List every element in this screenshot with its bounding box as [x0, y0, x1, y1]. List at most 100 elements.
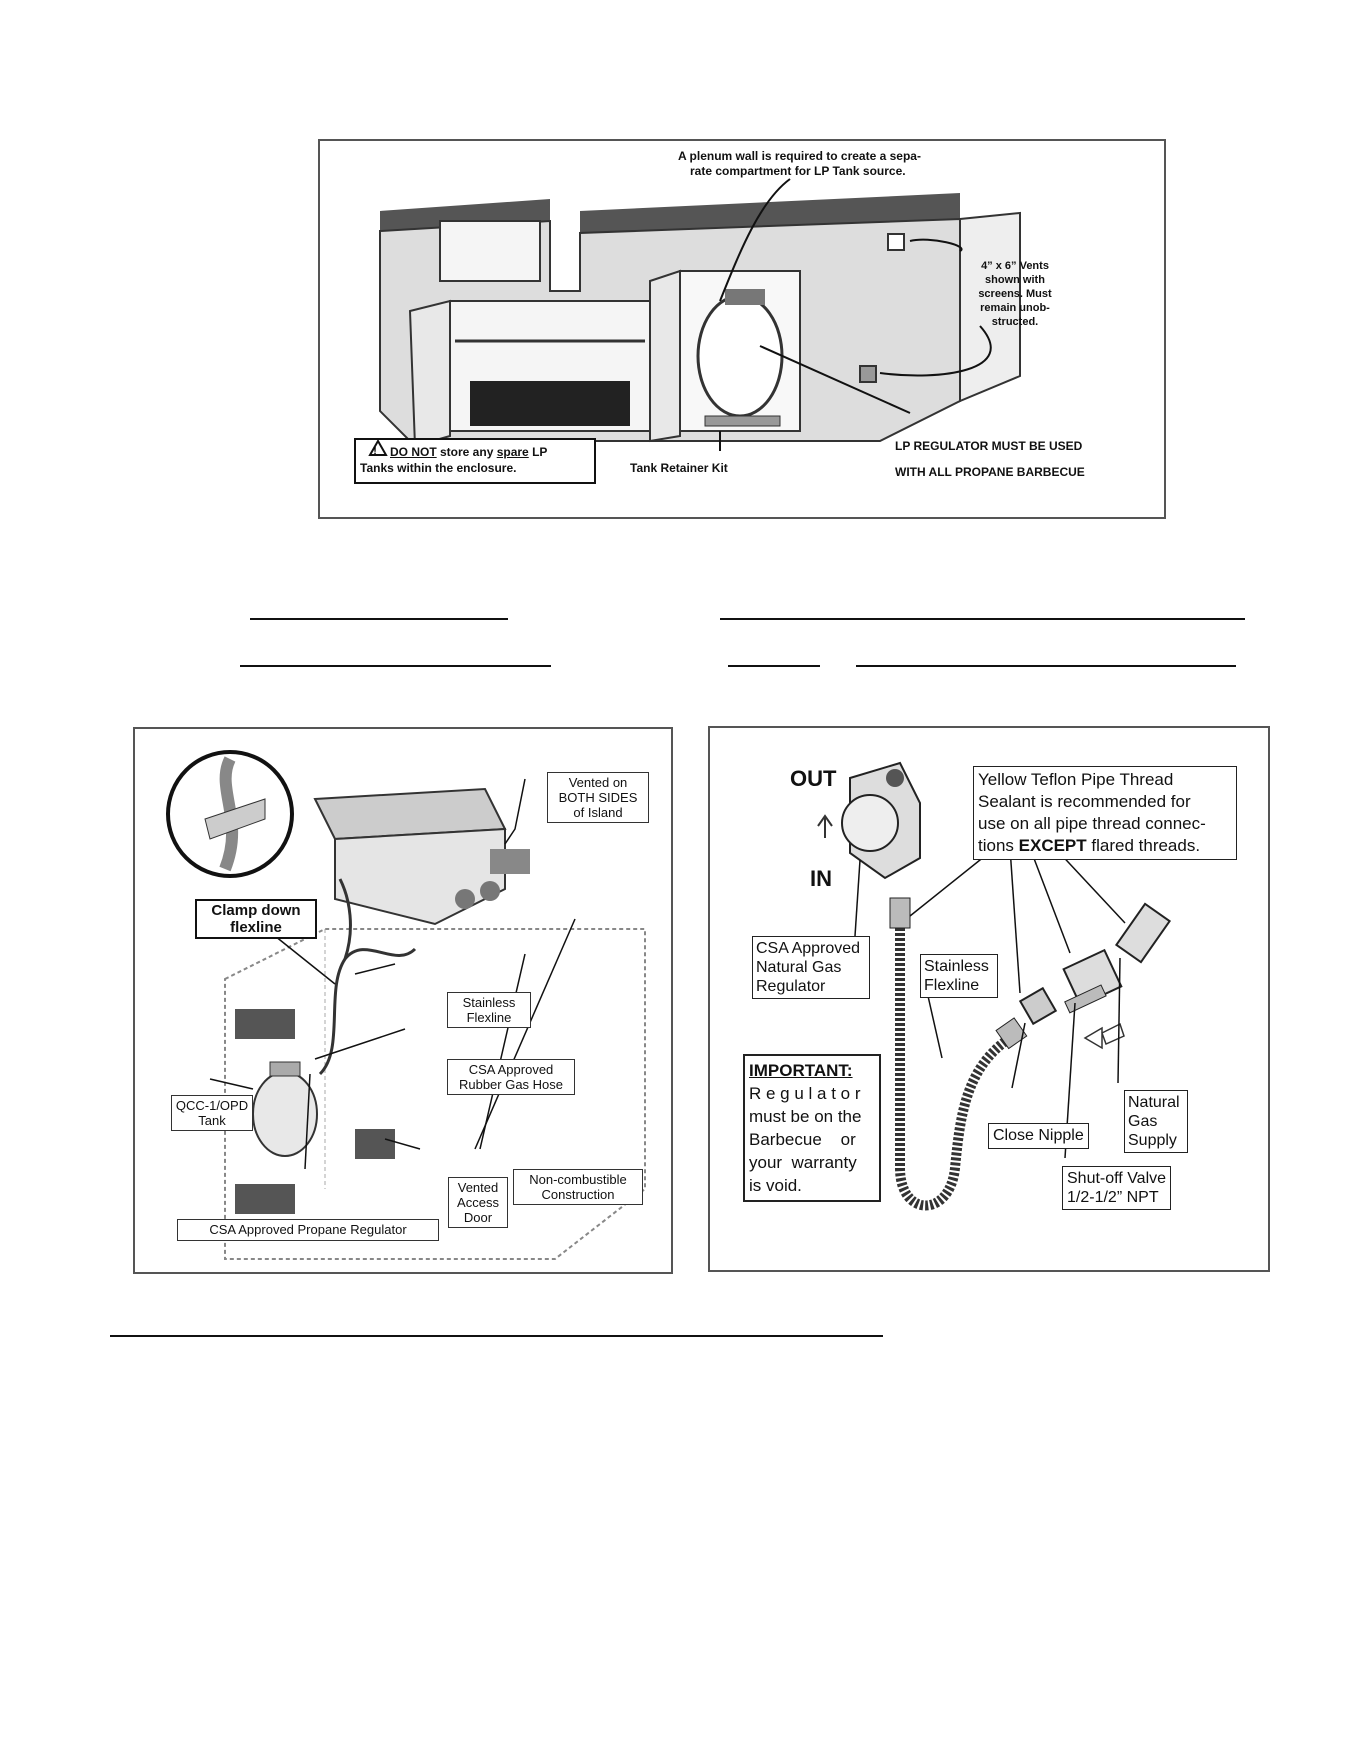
teflon-line-2: Sealant is recommended for	[978, 792, 1191, 811]
noncomb-leader-1	[474, 918, 576, 1150]
ng-line-1: Natural	[1128, 1094, 1180, 1111]
teflon-leader-3	[1029, 847, 1071, 954]
warning-do-not: DO NOT	[390, 445, 437, 459]
vents-line-2: shown with	[985, 274, 1045, 286]
teflon-line-3: use on all pipe thread connec-	[978, 814, 1206, 833]
warning-spare: spare	[496, 445, 529, 459]
tank-valve	[725, 289, 765, 305]
rubber-gas-hose-label: CSA Approved Rubber Gas Hose	[447, 1059, 575, 1095]
side-burner-body	[334, 827, 506, 926]
access-line-1: Vented	[457, 1180, 499, 1195]
burner-knob-right	[480, 881, 500, 901]
rubber-line-1: CSA Approved	[468, 1062, 554, 1077]
nipple-leader	[1011, 1022, 1026, 1089]
regulator-line-1: LP REGULATOR MUST BE USED	[895, 439, 1083, 453]
cabinet-floor	[470, 381, 630, 426]
ng-stainless-line-2: Flexline	[924, 977, 980, 994]
figure-propane-island: Vented on BOTH SIDES of Island Clamp dow…	[133, 727, 673, 1274]
vent-access-door	[355, 1129, 395, 1159]
vented-access-door-label: Vented Access Door	[448, 1177, 508, 1228]
lp-enclosure-drawing: !	[354, 178, 1021, 484]
figure-natural-gas: OUT IN Yellow Teflon Pipe Thread Sealant…	[708, 726, 1270, 1272]
vented-line-2: BOTH SIDES	[558, 790, 638, 805]
upper-vent	[887, 233, 905, 251]
caption-rule-2	[720, 618, 1245, 620]
important-warning-box: IMPORTANT: R e g u l a t o r must be on …	[743, 1054, 881, 1202]
vents-line-4: remain unob-	[980, 302, 1050, 314]
ng-regulator-port	[886, 769, 904, 787]
island-side	[959, 211, 1021, 403]
tank-retainer-label: Tank Retainer Kit	[630, 461, 728, 475]
teflon-note: Yellow Teflon Pipe Thread Sealant is rec…	[973, 766, 1237, 860]
ng-line-3: Supply	[1128, 1132, 1177, 1149]
stainless-line-1: Stainless	[462, 995, 516, 1010]
gas-supply-pipe	[1114, 902, 1172, 964]
caption-rule-4	[728, 665, 820, 667]
vented-line-1: Vented on	[568, 775, 628, 790]
countertop-right	[580, 193, 960, 233]
vents-line-3: screens. Must	[978, 288, 1052, 300]
plenum-note: A plenum wall is required to create a se…	[678, 149, 921, 179]
ng-stainless-flexline-label: Stainless Flexline	[920, 954, 998, 998]
propane-regulator-label: CSA Approved Propane Regulator	[177, 1219, 439, 1241]
island-outline	[224, 928, 646, 1260]
caption-rule-5	[856, 665, 1236, 667]
warning-end: LP	[528, 445, 548, 459]
access-door-leader	[384, 1138, 421, 1150]
vented-line-3: of Island	[573, 805, 623, 820]
figure-lp-enclosure: ! A plenum wall is required to create a …	[318, 139, 1166, 519]
teflon-line-4c: flared threads.	[1086, 836, 1201, 855]
access-line-3: Door	[463, 1210, 493, 1225]
teflon-line-4b: EXCEPT	[1018, 836, 1087, 855]
caption-rule-3	[240, 665, 551, 667]
regulator-note: LP REGULATOR MUST BE USED WITH ALL PROPA…	[895, 433, 1085, 485]
csa-line-3: Regulator	[756, 978, 826, 995]
teflon-line-1: Yellow Teflon Pipe Thread	[978, 770, 1174, 789]
section-rule	[110, 1335, 883, 1337]
vents-line-5: structed.	[991, 316, 1039, 328]
vented-leader	[504, 778, 526, 845]
csa-line-1: CSA Approved	[756, 940, 861, 957]
warning-line-2: Tanks within the enclosure.	[360, 461, 517, 475]
stainless-line-2: Flexline	[466, 1010, 512, 1025]
shut-off-valve-label: Shut-off Valve 1/2-1/2” NPT	[1062, 1166, 1172, 1210]
tank-line-2: Tank	[198, 1113, 226, 1128]
clamp-down-label: Clamp down flexline	[195, 899, 317, 939]
access-line-2: Access	[457, 1195, 499, 1210]
vent-lower-left	[235, 1184, 295, 1214]
magnified-flexline	[219, 756, 239, 872]
ng-line-2: Gas	[1128, 1113, 1158, 1130]
vents-note: 4” x 6” Vents shown with screens. Must r…	[960, 259, 1070, 329]
warning-box	[354, 438, 596, 484]
flow-up-arrow	[817, 814, 833, 838]
propane-island-drawing	[166, 750, 646, 1260]
noncomb-line-1: Non-combustible	[529, 1172, 627, 1187]
plenum-note-line-2: rate compartment for LP Tank source.	[690, 164, 906, 178]
plenum-note-line-1: A plenum wall is required to create a se…	[678, 149, 921, 163]
flexline-top-fitting	[889, 897, 911, 929]
right-door	[649, 269, 681, 443]
lower-vent	[859, 365, 877, 383]
rubber-line-2: Rubber Gas Hose	[458, 1077, 564, 1092]
stainless-leader	[927, 995, 943, 1059]
magnified-clamp	[204, 798, 266, 840]
vent-island-side	[490, 849, 530, 874]
important-title: IMPORTANT:	[749, 1061, 853, 1080]
flexline-up	[338, 878, 352, 960]
vent-arrow-upper	[909, 238, 963, 252]
flow-left-arrow	[1083, 1022, 1125, 1050]
teflon-line-4a: tions	[978, 836, 1019, 855]
ng-stainless-line-1: Stainless	[924, 958, 989, 975]
natural-gas-drawing	[817, 761, 1172, 1211]
shutoff-line-1: Shut-off Valve	[1067, 1170, 1167, 1187]
csa-line-2: Natural Gas	[756, 959, 842, 976]
teflon-leader-4	[1054, 847, 1126, 924]
warning-icon-mark: !	[373, 446, 376, 457]
close-nipple-label: Close Nipple	[988, 1123, 1089, 1149]
clamp-line-1: Clamp down	[211, 902, 301, 919]
gas-hose	[318, 947, 417, 1076]
close-nipple	[1018, 986, 1058, 1026]
noncomb-line-2: Construction	[541, 1187, 615, 1202]
noncomb-leader-2	[479, 953, 526, 1150]
tank-line-1: QCC-1/OPD	[175, 1098, 249, 1113]
